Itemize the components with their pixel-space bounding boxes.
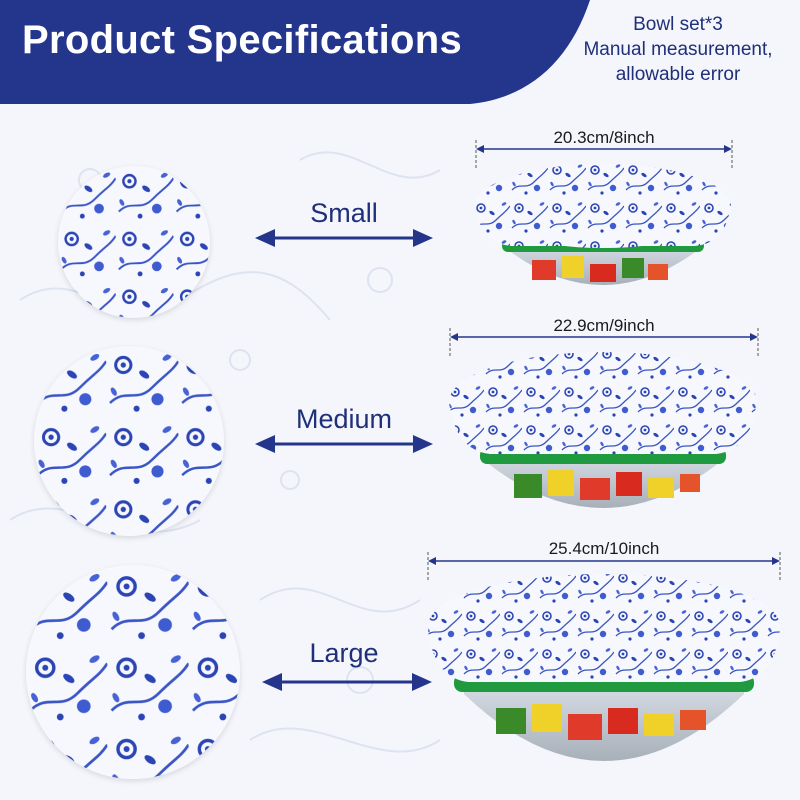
note-line: Bowl set*3 [633, 14, 723, 35]
double-arrow-icon [255, 229, 433, 247]
header-banner [0, 0, 590, 104]
page-title: Product Specifications [22, 18, 463, 62]
dimension-arrow-icon [449, 328, 759, 358]
note-line: Manual measurement, [583, 39, 773, 60]
size-label-small: Small [310, 198, 378, 228]
size-label-large: Large [309, 638, 379, 668]
size-label-medium: Medium [295, 404, 393, 434]
double-arrow-icon [255, 435, 433, 453]
small-covered-bowl [475, 164, 731, 285]
dimension-label-medium: 22.9cm/9inch [553, 316, 655, 335]
note-line: allowable error [615, 64, 741, 85]
large-cover-disc [26, 565, 240, 779]
large-covered-bowl [428, 574, 780, 761]
medium-covered-bowl [449, 352, 757, 508]
dimension-arrow-icon [427, 552, 781, 582]
medium-cover-disc [34, 346, 224, 536]
dimension-arrow-icon [475, 140, 733, 170]
small-cover-disc [58, 166, 210, 318]
spec-notes: Bowl set*3 Manual measurement, allowable… [572, 12, 784, 87]
dimension-label-small: 20.3cm/8inch [553, 128, 655, 147]
double-arrow-icon [262, 673, 432, 691]
dimension-label-large: 25.4cm/10inch [548, 539, 660, 558]
